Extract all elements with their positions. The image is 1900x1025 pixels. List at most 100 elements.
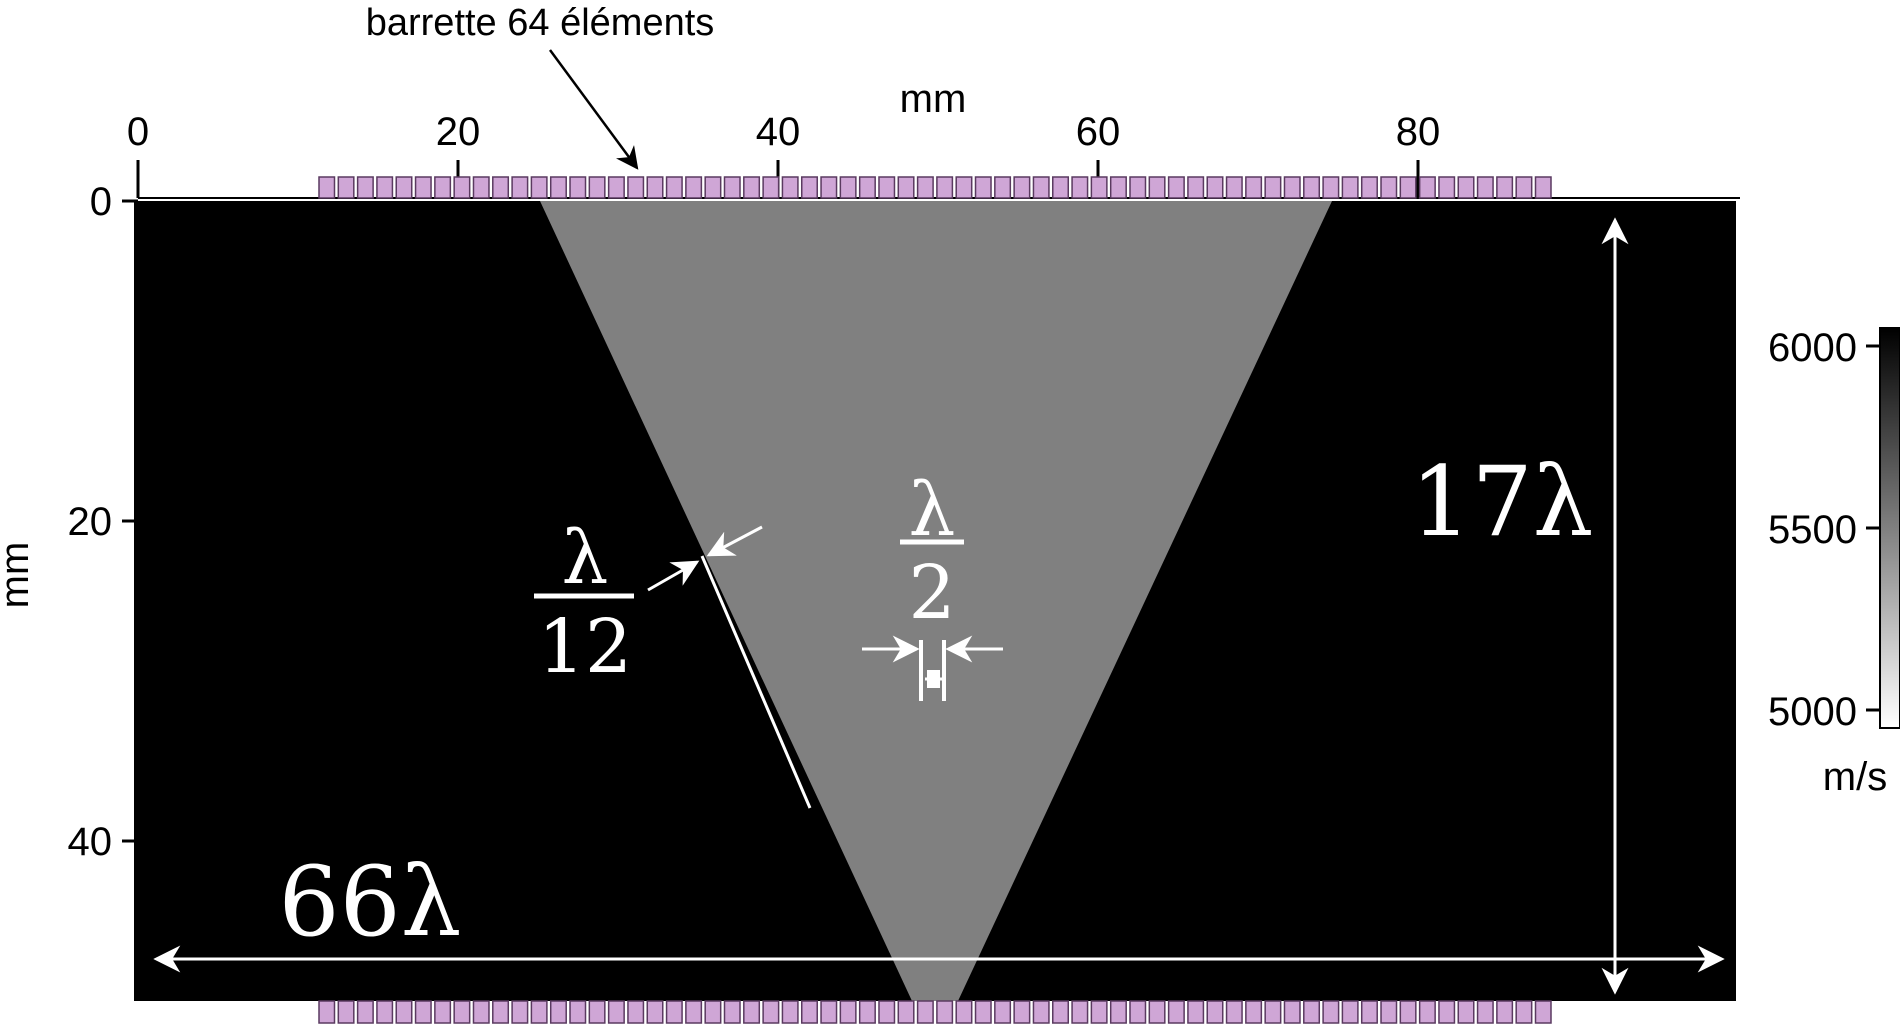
array-element <box>395 176 413 199</box>
array-element <box>588 1000 606 1024</box>
array-element <box>356 176 374 199</box>
top-axis-label: mm <box>900 77 967 121</box>
array-element <box>1476 1000 1494 1024</box>
array-element <box>607 1000 625 1024</box>
left-tick-label: 0 <box>90 180 112 224</box>
array-element <box>839 176 857 199</box>
array-element <box>530 1000 548 1024</box>
array-element <box>994 176 1012 199</box>
array-element <box>1418 176 1436 199</box>
array-element <box>762 176 780 199</box>
array-element <box>1187 1000 1205 1024</box>
array-element <box>723 176 741 199</box>
array-element <box>569 1000 587 1024</box>
array-element <box>820 1000 838 1024</box>
array-element <box>781 176 799 199</box>
array-element <box>1399 1000 1417 1024</box>
array-element <box>878 1000 896 1024</box>
thin-layer-arrow-right <box>706 525 763 557</box>
array-element <box>820 176 838 199</box>
top-tick-label: 20 <box>436 110 481 154</box>
array-element <box>549 1000 567 1024</box>
width-label: 66λ <box>279 846 462 958</box>
colorbar-tick-label: 5500 <box>1768 508 1857 552</box>
array-element <box>1013 1000 1031 1024</box>
array-element <box>685 176 703 199</box>
array-element <box>1225 1000 1243 1024</box>
array-element <box>1090 176 1108 199</box>
array-element <box>1457 1000 1475 1024</box>
array-element <box>607 176 625 199</box>
array-element <box>588 176 606 199</box>
array-element <box>1245 176 1263 199</box>
array-element <box>1283 176 1301 199</box>
array-element <box>800 176 818 199</box>
array-element <box>1438 176 1456 199</box>
array-element <box>936 1000 954 1024</box>
array-element <box>878 176 896 199</box>
array-element <box>858 176 876 199</box>
array-element <box>1283 1000 1301 1024</box>
array-element <box>1148 176 1166 199</box>
array-element <box>646 1000 664 1024</box>
array-element <box>376 176 394 199</box>
array-element <box>955 176 973 199</box>
array-element <box>665 176 683 199</box>
array-element <box>974 176 992 199</box>
array-element <box>1187 176 1205 199</box>
top-tick-label: 40 <box>756 110 801 154</box>
twelfth-lambda-label: λ 12 <box>534 515 634 690</box>
colorbar-tick-label: 6000 <box>1768 326 1857 370</box>
array-element <box>530 176 548 199</box>
array-element <box>1071 1000 1089 1024</box>
array-element <box>434 176 452 199</box>
array-element <box>1148 1000 1166 1024</box>
array-element <box>916 1000 934 1024</box>
twelfth-lambda-numerator: λ <box>562 515 609 601</box>
array-element <box>318 176 336 199</box>
array-element <box>1457 176 1475 199</box>
array-element <box>511 176 529 199</box>
array-element <box>1206 1000 1224 1024</box>
array-element <box>1418 1000 1436 1024</box>
array-element <box>453 1000 471 1024</box>
array-element <box>1129 176 1147 199</box>
array-element <box>1534 176 1552 199</box>
array-element <box>1109 176 1127 199</box>
array-element <box>1167 1000 1185 1024</box>
annotation-arrow <box>548 49 639 170</box>
array-element <box>1360 1000 1378 1024</box>
array-element <box>1129 1000 1147 1024</box>
array-element <box>1264 1000 1282 1024</box>
array-element <box>1090 1000 1108 1024</box>
array-element <box>1360 176 1378 199</box>
height-label: 17λ <box>1411 446 1594 558</box>
array-element <box>1303 1000 1321 1024</box>
array-element <box>549 176 567 199</box>
array-element <box>569 176 587 199</box>
array-element <box>1052 176 1070 199</box>
array-element <box>762 1000 780 1024</box>
thin-layer-arrow-left <box>647 560 700 592</box>
array-element <box>800 1000 818 1024</box>
top-tick-label: 60 <box>1076 110 1121 154</box>
twelfth-lambda-denominator: 12 <box>538 604 632 690</box>
array-element <box>1496 1000 1514 1024</box>
array-element <box>1515 176 1533 199</box>
colorbar-gradient <box>1879 327 1900 729</box>
array-element <box>1109 1000 1127 1024</box>
array-element <box>781 1000 799 1024</box>
array-element <box>743 176 761 199</box>
top-axis: 0 20 40 60 80 <box>127 110 1740 199</box>
scatterer-indicator <box>862 635 1003 701</box>
array-annotation: barrette 64 éléments <box>366 2 715 44</box>
array-element <box>1534 1000 1552 1024</box>
array-element <box>1322 176 1340 199</box>
array-element <box>704 1000 722 1024</box>
colorbar: 6000 5500 5000 m/s <box>1768 326 1900 799</box>
left-axis: 0 20 40 <box>68 180 138 864</box>
array-element <box>994 1000 1012 1024</box>
array-element <box>472 176 490 199</box>
left-axis-label: mm <box>0 542 37 609</box>
array-element <box>1303 176 1321 199</box>
